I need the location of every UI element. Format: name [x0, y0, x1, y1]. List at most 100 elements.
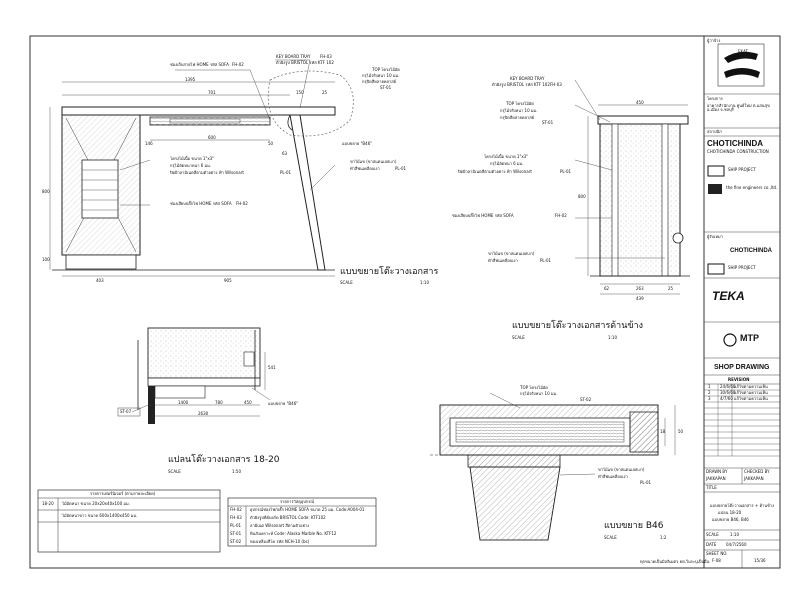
plan-scale-label: SCALE [168, 469, 181, 474]
side-wood-label: ขาไม้แข (ขาสแตนเลสเงา) [488, 251, 535, 256]
legend-left-text-1: ไม้อัดหนาขาว ขนาด 600x1400x450 มม. [62, 513, 138, 518]
front-view-title: แบบขยายโต๊ะวางเอกสาร [340, 267, 439, 277]
front-wood-code: PL-01 [395, 166, 407, 171]
tb-rev-desc-2: แก้ไขตามความเห็น [734, 396, 768, 401]
plan-scale: 1:50 [232, 469, 241, 474]
front-frame-code: PL-01 [280, 170, 292, 175]
dim-front-63: 63 [282, 151, 288, 156]
dim-detail-18: 18 [660, 429, 666, 434]
front-top-code: ST-01 [380, 85, 392, 90]
tb-drawn-label: DRAWN BY [706, 469, 728, 474]
tb-sheet: F-08 [712, 558, 721, 563]
legend-left-code-0: 18-20 [42, 501, 54, 506]
side-socket-label: ช่องเสียบปลั๊กไฟ HOME รหัส SOFA [452, 213, 514, 218]
legend-right-code-0: FH-02 [230, 507, 242, 512]
dim-front-mid: 701 [208, 90, 216, 95]
tb-sheet-no: 15/36 [754, 558, 766, 563]
dim-front-25: 25 [322, 90, 328, 95]
detail-wood-2: ทำสีพ่นเคลือบเงา [598, 474, 628, 479]
side-keyboard-sub: ตัวฝังรูป BRISTOL รหัส KTF 102 [492, 82, 550, 87]
tb-checked: JAKKAPAN [744, 476, 764, 481]
front-scale: 1:10 [420, 280, 429, 285]
legend-right-title: รายการวัสดุอุปกรณ์ [280, 499, 315, 504]
tb-architect: CHOTICHINDA [707, 139, 763, 148]
dim-plan-541: 541 [268, 365, 276, 370]
legend-right-text-1: ตัวฝังรูปคีย์บอร์ด BRISTOL Code: KTF102 [250, 515, 326, 520]
side-top-label: TOP โครงไม้อัด [506, 101, 534, 106]
front-frame-label: โครงไม้เนื้อ ขนาด 1"x3" [170, 156, 215, 161]
dim-plan-780: 780 [215, 400, 223, 405]
tb-rev-date-2: 4/7/60 [720, 396, 733, 401]
front-wood-2: ทำสีพ่นเคลือบเงา [350, 166, 380, 171]
tb-title: แบบขยายโต๊ะวางเอกสาร + ด้านข้าง [710, 503, 775, 508]
legend-right-code-4: ST-02 [230, 539, 242, 544]
front-keyboard-sub: ตัวฝังรูป BRISTOL รหัส KTF 102 [276, 60, 334, 65]
tb-title-label: TITLE [706, 485, 717, 490]
legend-right-text-2: ลามิเนต Wilsonart สีตามตัวอย่าง [250, 523, 310, 528]
side-socket-code: FH-02 [555, 213, 567, 218]
legend-boxes [37, 489, 377, 553]
tb-rev-date-1: 30/6/60 [720, 390, 736, 395]
ekat-logo [717, 43, 765, 87]
tb-project: อาคารสำนักงาน ศูนย์ใหม่ ต.แสนสุข อ.เมือง… [707, 103, 770, 112]
side-top-code: ST-01 [542, 120, 554, 125]
side-wood-code: PL-01 [540, 258, 552, 263]
front-frame-2: กรุไม้อัดหนาหนา 6 มม. [170, 163, 212, 168]
dim-front-left: 403 [96, 278, 104, 283]
tb-rev-date-0: 24/6/60 [720, 384, 736, 389]
mtp-logo-icon [723, 333, 737, 347]
plan-code: ST-07 [120, 409, 132, 414]
side-keyboard-code: FH-03 [550, 82, 562, 87]
front-socket2-label: ช่องเสียบปลั๊กไฟ HOME รหัส SOFA [170, 201, 232, 206]
tb-drawing-type: SHOP DRAWING [714, 364, 770, 371]
front-top-label: TOP โครงไม้อัด [372, 67, 400, 72]
dim-side-l: 62 [604, 286, 610, 291]
dim-front-150: 150 [296, 90, 304, 95]
tb-drawn: JAKKAPAN [706, 476, 726, 481]
dim-front-base: 100 [42, 257, 50, 262]
tb-date-label: DATE [706, 542, 717, 547]
front-keyboard-label: KEY BOARD TRAY [276, 54, 311, 59]
tb-architect-sub: CHOTICHINDA CONSTRUCTION [707, 149, 769, 154]
plan-view [117, 327, 271, 424]
front-leg-label: แบบขยาย "B46" [342, 141, 373, 146]
detail-top-label: TOP โครงไม้อัด [520, 385, 548, 390]
engineer-logo-icon [708, 184, 722, 194]
side-wood-2: ทำสีพ่นเคลือบเงา [488, 258, 518, 263]
side-top-sub: กรุไม้จริงหนา 10 มม. [500, 108, 538, 113]
title-block-lines [703, 35, 781, 569]
dim-front-top: 1395 [185, 77, 196, 82]
tb-teka: TEKA [712, 289, 745, 303]
tb-rev-no-0: 1 [708, 384, 711, 389]
tb-sheet-label: SHEET NO. [706, 551, 728, 556]
side-keyboard-label: KEY BOARD TRAY [510, 76, 545, 81]
side-frame-3: ปิดผิวลามิเนตสีตามตัวอย่าง ฟ้า Wilsonart [458, 169, 532, 174]
dim-front-right: 905 [224, 278, 232, 283]
side-scale-label: SCALE [512, 335, 525, 340]
tb-engineer: the fine engineers co.,ltd. [726, 185, 778, 190]
dim-side-mid: 263 [636, 286, 644, 291]
tb-rev-desc-0: แก้ไขตามความเห็น [734, 384, 768, 389]
tb-revision: REVISION [728, 377, 750, 382]
plan-b46: แบบขยาย "B46" [268, 401, 299, 406]
detail-scale: 1:2 [660, 535, 667, 540]
tb-architect-label: สถาปนิก [707, 129, 722, 134]
tb-owner: EKAT [738, 49, 748, 54]
tb-scale: 1:10 [730, 532, 739, 537]
legend-left-text-0: ไม้อัดหนา ขนาด 20x20x40x100 มม. [62, 501, 130, 506]
wec-logo-icon [707, 165, 725, 177]
side-elevation [574, 79, 690, 295]
detail-top-code: ST-02 [580, 397, 592, 402]
side-frame-code: PL-01 [560, 169, 572, 174]
dim-detail-50: 50 [678, 429, 684, 434]
legend-right-code-2: PL-01 [230, 523, 242, 528]
tb-rev-no-2: 3 [708, 396, 711, 401]
front-scale-label: SCALE [340, 280, 353, 285]
front-wood-label: ขาไม้แข (ขาสแตนเลสเงา) [350, 159, 397, 164]
detail-wood-code: PL-01 [640, 480, 652, 485]
front-elevation [49, 59, 354, 277]
plan-view-title: แปลนโต๊ะวางเอกสาร 18-20 [168, 455, 280, 465]
legend-right-text-4: ทองเหลืองสีโค รหัส NCH-10 (bs) [250, 539, 310, 544]
side-view-title: แบบขยายโต๊ะวางเอกสารด้านข้าง [512, 321, 643, 331]
legend-left-title: รายการเฟอร์นิเจอร์ (ตามรายละเอียด) [90, 491, 156, 496]
